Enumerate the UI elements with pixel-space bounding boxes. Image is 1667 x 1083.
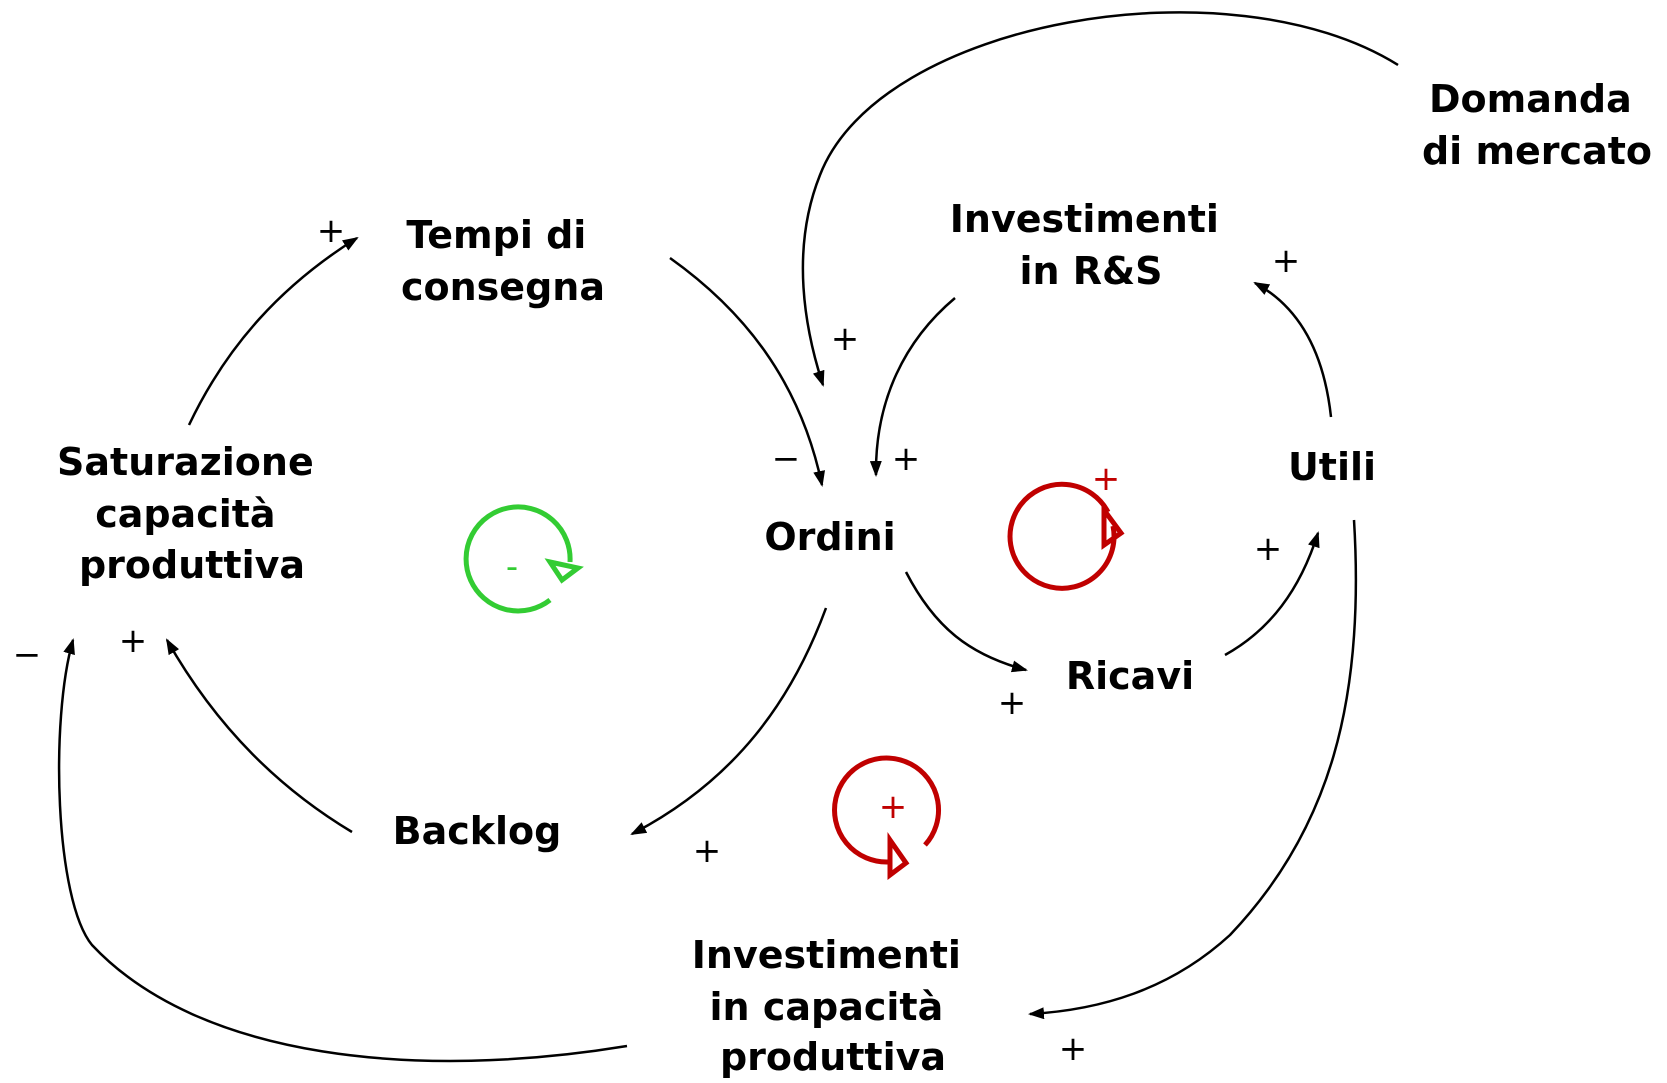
polarity-utili-to-investcap: + [1059, 1029, 1088, 1069]
polarity-ricavi-to-utili: + [1254, 529, 1283, 569]
polarity-utili-to-rs: + [1272, 241, 1301, 281]
polarity-backlog-to-saturazione: + [119, 621, 148, 661]
link-ordini-to-backlog [630, 607, 828, 836]
node-saturazione-capacita-produttiva: Saturazione capacità produttiva [57, 440, 327, 587]
link-rs-to-ordini [869, 297, 956, 477]
link-domanda-to-ordini [801, 11, 1399, 387]
node-tempi-di-consegna: Tempi di consegna [401, 213, 605, 309]
polarity-tempi-to-ordini: − [772, 439, 801, 479]
link-investcap-to-saturazione [57, 638, 628, 1063]
node-investimenti-capacita-produttiva: Investimenti in capacità produttiva [692, 933, 974, 1079]
reinforcing-loop-bottom-sign: + [879, 787, 908, 827]
link-tempi-to-ordini [669, 256, 825, 487]
link-utili-to-investcap [1028, 519, 1358, 1020]
reinforcing-loop-top-sign: + [1092, 459, 1121, 499]
reinforcing-loop-bottom-indicator: + [832, 755, 941, 880]
link-saturazione-to-tempi [187, 236, 359, 426]
node-investimenti-rs: Investimenti in R&S [950, 197, 1232, 293]
link-utili-to-rs [1253, 281, 1333, 418]
balancing-loop-sign: - [506, 547, 518, 587]
node-utili: Utili [1288, 445, 1376, 489]
node-ricavi: Ricavi [1066, 654, 1194, 698]
polarity-ordini-to-ricavi: + [998, 683, 1027, 723]
link-ricavi-to-utili [1224, 531, 1320, 657]
node-backlog: Backlog [393, 809, 562, 853]
reinforcing-loop-top-indicator: + [1007, 459, 1125, 591]
polarity-domanda-to-ordini: + [831, 319, 860, 359]
polarity-saturazione-to-tempi: + [317, 211, 346, 251]
link-backlog-to-saturazione [165, 638, 353, 834]
balancing-loop-indicator: - [463, 504, 584, 614]
polarity-investcap-to-saturazione: − [13, 635, 42, 675]
polarity-rs-to-ordini: + [892, 439, 921, 479]
polarity-ordini-to-backlog: + [693, 831, 722, 871]
node-ordini: Ordini [764, 515, 895, 559]
link-ordini-to-ricavi [904, 571, 1028, 673]
node-domanda-di-mercato: Domanda di mercato [1422, 77, 1652, 173]
